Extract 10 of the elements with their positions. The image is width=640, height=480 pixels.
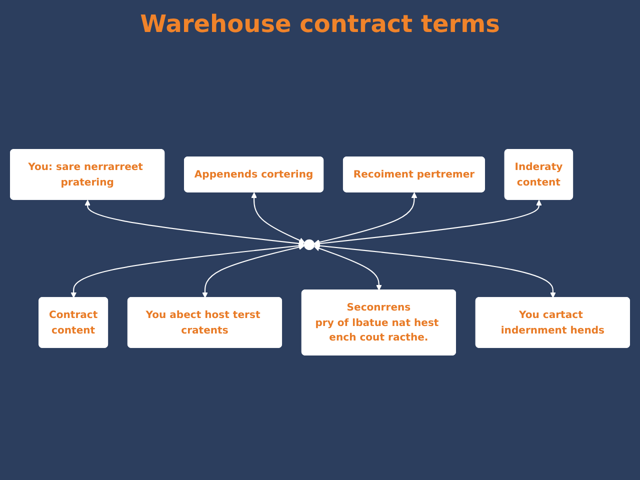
arrow xyxy=(314,192,418,245)
arrow xyxy=(314,200,542,246)
arrow xyxy=(251,192,305,243)
diagram-title: Warehouse contract terms xyxy=(139,10,501,38)
arrow xyxy=(70,242,304,298)
arrow xyxy=(84,200,305,246)
node-circle xyxy=(304,239,315,250)
arrow xyxy=(314,242,556,298)
arrow xyxy=(314,245,382,290)
arrow xyxy=(202,244,304,298)
